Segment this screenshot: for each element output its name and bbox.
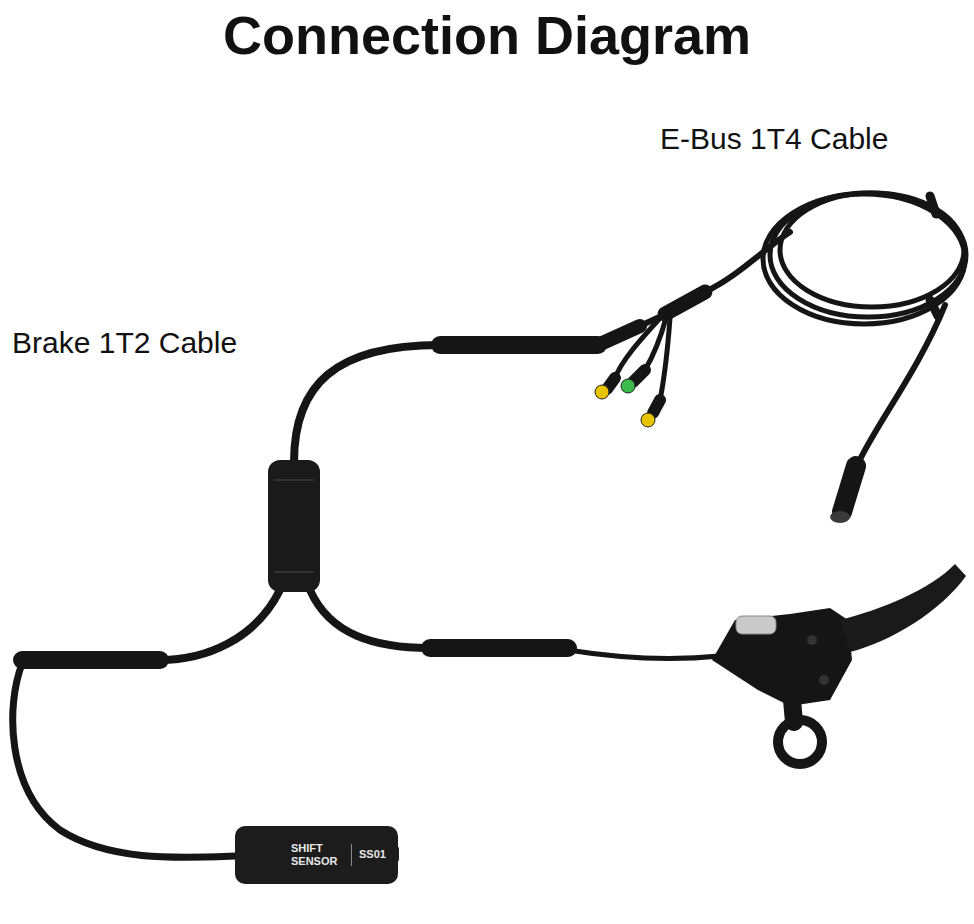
cable (660, 318, 670, 400)
model-number: SS01 (351, 844, 386, 865)
connector (440, 336, 598, 354)
cable (705, 232, 790, 292)
connector (598, 326, 640, 345)
cable-coil (780, 193, 964, 307)
title: Connection Diagram (0, 4, 974, 66)
screw (819, 675, 829, 685)
cable (294, 345, 440, 462)
connector (430, 639, 568, 657)
cable (160, 590, 280, 660)
brake-lever-body (712, 608, 852, 706)
connector (22, 651, 160, 669)
brake-lever-blade (840, 564, 966, 652)
cable-label: E-Bus 1T4 Cable (660, 122, 888, 156)
plug (653, 400, 660, 413)
plug-head (641, 413, 655, 427)
cable (310, 590, 430, 648)
screw (807, 635, 817, 645)
cable-coil (763, 194, 965, 324)
cable-label: Brake 1T2 Cable (12, 326, 237, 360)
splitter-ridge (274, 479, 314, 481)
cable (568, 650, 720, 658)
shift-sensor: SHIFT SENSOR SS01 (235, 826, 398, 884)
cable (645, 318, 666, 370)
cable (856, 305, 945, 468)
junction (665, 292, 705, 314)
device-name: SHIFT SENSOR (291, 842, 345, 868)
handlebar-clamp (778, 720, 822, 764)
cable (13, 664, 236, 857)
splitter-ridge (274, 571, 314, 573)
plug-head (621, 379, 635, 393)
plug (633, 370, 645, 382)
y-splitter (268, 460, 320, 592)
cable-tie (930, 300, 938, 316)
connector (842, 466, 856, 512)
cable-tie (930, 196, 936, 214)
plug (607, 378, 615, 389)
cable-adjuster (736, 616, 776, 634)
connector-face (830, 511, 850, 523)
plug-head (595, 385, 609, 399)
